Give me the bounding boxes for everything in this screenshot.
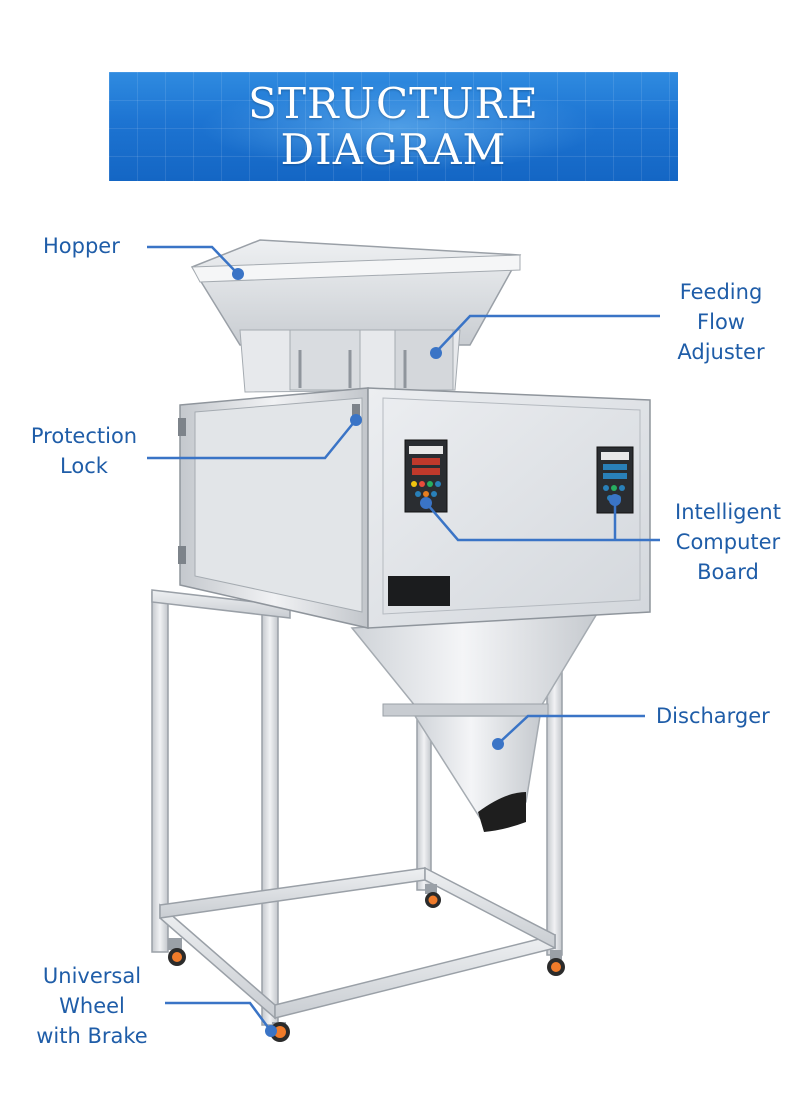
caster-wheels xyxy=(168,884,565,1042)
discharge-funnel xyxy=(350,611,600,832)
callout-hopper: Hopper xyxy=(43,231,120,261)
banner-glow xyxy=(199,82,599,172)
leader-line-discharger xyxy=(499,714,645,743)
callout-hopper-line1: Hopper xyxy=(43,234,120,258)
discharge-outlet xyxy=(478,792,526,832)
callout-board-line1: Intelligent xyxy=(675,500,781,524)
leader-lines xyxy=(147,245,660,1037)
stand-bottom-rail-back xyxy=(159,867,426,919)
side-latch-top xyxy=(178,418,186,436)
caster-wheel-left xyxy=(168,938,186,966)
title-banner: STRUCTURE DIAGRAM xyxy=(109,72,678,181)
stand-leg-front-left xyxy=(151,591,169,953)
callout-protection-line1: Protection xyxy=(30,424,138,448)
stand-bottom-rail-right xyxy=(424,866,556,950)
control-board-right xyxy=(596,446,634,514)
banner-grid-pattern xyxy=(109,72,678,181)
callout-board-line3: Board xyxy=(697,560,759,584)
callout-feeding-line2: Flow xyxy=(697,310,745,334)
callout-feeding-line1: Feeding xyxy=(679,280,763,304)
leader-line-universal-wheel xyxy=(165,1001,272,1031)
banner-title-line1: STRUCTURE xyxy=(248,79,539,128)
leader-line-protection-lock xyxy=(147,420,356,460)
leader-line-hopper xyxy=(147,245,237,273)
caster-wheel-back xyxy=(425,884,441,908)
callout-feeding-flow-adjuster: Feeding Flow Adjuster xyxy=(668,277,774,367)
caster-wheel-right xyxy=(547,950,565,976)
callout-intelligent-computer-board: Intelligent Computer Board xyxy=(668,497,788,587)
stand-leg-front-right xyxy=(261,604,279,1026)
stand-bottom-rail-front xyxy=(274,934,556,1019)
stand-top-rail xyxy=(151,589,291,619)
callout-wheel-line2: Wheel xyxy=(59,994,125,1018)
hopper-assembly xyxy=(190,239,522,393)
callout-protection-line2: Lock xyxy=(60,454,108,478)
callout-wheel-line1: Universal xyxy=(42,964,142,988)
nameplate xyxy=(388,576,450,606)
protection-lock-latch xyxy=(352,404,360,420)
callout-discharger: Discharger xyxy=(656,701,770,731)
callout-discharger-line1: Discharger xyxy=(656,704,770,728)
banner-title-line2: DIAGRAM xyxy=(280,125,507,174)
control-board-left xyxy=(404,439,448,513)
leader-line-computer-board-left xyxy=(427,504,660,542)
box-side-door xyxy=(194,397,363,613)
callout-protection-lock: Protection Lock xyxy=(22,421,146,481)
callout-universal-wheel: Universal Wheel with Brake xyxy=(24,961,160,1051)
side-latch-bottom xyxy=(178,546,186,564)
callout-wheel-line3: with Brake xyxy=(36,1024,148,1048)
callout-board-line2: Computer xyxy=(675,530,781,554)
caster-wheel-front xyxy=(270,1022,290,1042)
leader-line-feeding-flow-adjuster xyxy=(437,314,660,351)
callout-feeding-line3: Adjuster xyxy=(677,340,765,364)
